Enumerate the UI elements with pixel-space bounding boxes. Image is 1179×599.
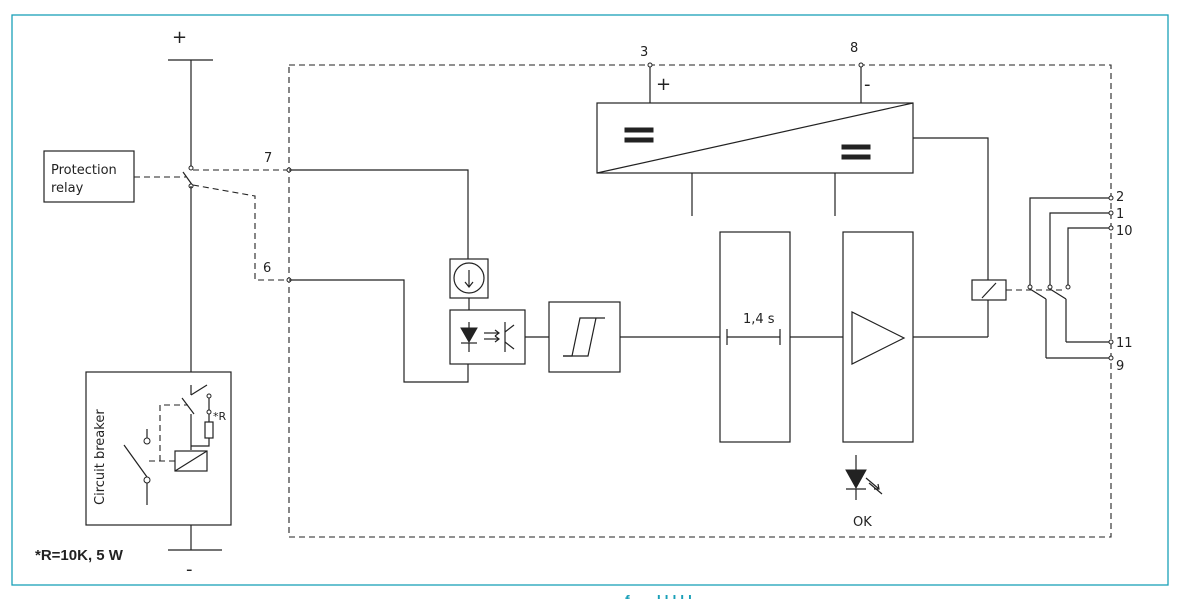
schmitt-trigger-box — [548, 301, 621, 373]
converter-minus-label: - — [864, 74, 871, 95]
optocoupler-box — [449, 309, 526, 365]
contact-point — [188, 165, 194, 171]
converter-diagonal — [596, 102, 914, 174]
main-contact-bottom — [143, 476, 151, 484]
terminal-11 — [1108, 339, 1114, 345]
current-arrow-head — [464, 281, 474, 288]
terminal-10 — [1108, 225, 1114, 231]
wire-7-to-source — [289, 169, 469, 259]
terminal-6-label: 6 — [263, 261, 271, 276]
terminal-1 — [1108, 210, 1114, 216]
terminal-3-label: 3 — [640, 45, 648, 60]
terminal-8-label: 8 — [850, 41, 858, 56]
phototransistor-emitter — [504, 341, 515, 350]
aux-contact-point — [206, 393, 212, 399]
contact-blade-1 — [1029, 288, 1047, 300]
relay-coil-diagonal — [981, 282, 997, 299]
contact-point — [1047, 284, 1053, 290]
aux-contact-blade — [181, 397, 195, 415]
resistor — [204, 421, 214, 439]
aux-mechanical-link — [159, 404, 188, 461]
terminal-9-label: 9 — [1116, 359, 1124, 374]
terminal-3 — [647, 62, 653, 68]
aux-contact-arm — [190, 384, 208, 396]
terminal-8 — [858, 62, 864, 68]
ok-led-light — [865, 477, 880, 490]
dc-symbol-bar — [841, 144, 871, 150]
contact-point — [1065, 284, 1071, 290]
dc-symbol-bar — [624, 127, 654, 133]
contact-point — [1027, 284, 1033, 290]
device-boundary — [288, 64, 1112, 538]
amplifier-icon — [851, 311, 906, 365]
contact-blade-2 — [1049, 288, 1067, 300]
opto-arrow-head — [494, 329, 500, 337]
ok-led-label: OK — [853, 515, 872, 530]
outer-frame — [11, 14, 1169, 586]
terminal-9 — [1108, 355, 1114, 361]
cropped-caption: f l l l l l — [625, 592, 692, 599]
plus-supply-label: + — [172, 27, 187, 48]
resistor-note: *R=10K, 5 W — [35, 547, 124, 564]
converter-plus-label: + — [656, 74, 671, 95]
hysteresis-icon-return — [563, 317, 597, 357]
trip-coil-diagonal — [174, 450, 208, 472]
delay-label: 1,4 s — [743, 312, 775, 327]
terminal-2 — [1108, 195, 1114, 201]
opto-arrow-head — [494, 335, 500, 343]
terminal-11-label: 11 — [1116, 336, 1133, 351]
wire-to-terminal-6 — [192, 184, 289, 281]
phototransistor-collector — [504, 324, 515, 333]
contact-1-wire — [1049, 212, 1111, 285]
converter-to-relay — [913, 137, 989, 280]
protection-relay-label-line1: Protection — [51, 163, 117, 178]
protection-relay-label-line2: relay — [51, 181, 84, 196]
terminal-2-label: 2 — [1116, 190, 1124, 205]
resistor-ref-label: *R — [213, 410, 227, 423]
contact-10-wire — [1067, 227, 1111, 285]
main-contact-top — [143, 437, 151, 445]
dc-symbol-bar — [841, 154, 871, 160]
resistor-return — [191, 438, 210, 447]
dc-symbol-bar — [624, 137, 654, 143]
main-contact-blade — [123, 444, 148, 478]
terminal-7-label: 7 — [264, 151, 272, 166]
resistor-node — [206, 409, 212, 415]
minus-supply-label: - — [186, 559, 193, 580]
circuit-breaker-label: Circuit breaker — [93, 409, 108, 505]
ok-led-light-head — [874, 483, 880, 490]
terminal-10-label: 10 — [1116, 224, 1133, 239]
contact-2-wire — [1029, 197, 1111, 285]
terminal-1-label: 1 — [1116, 207, 1124, 222]
ok-led-icon — [845, 469, 867, 490]
circuit-breaker-box — [85, 371, 232, 526]
wire-6-to-opto — [289, 279, 469, 383]
